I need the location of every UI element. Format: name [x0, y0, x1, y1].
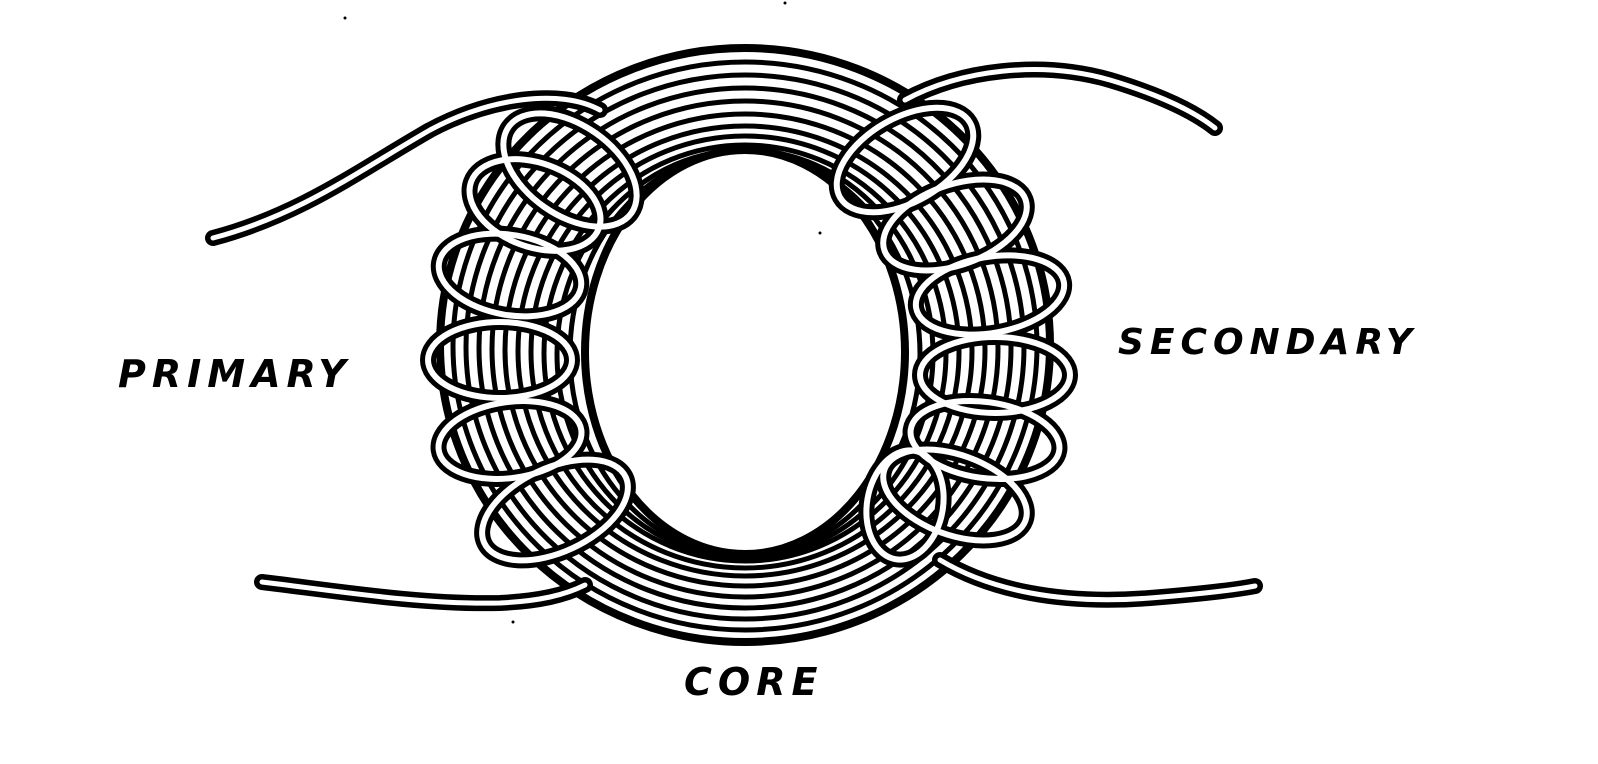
secondary-lead-bottom [932, 552, 1263, 608]
primary-lead-bottom [254, 574, 593, 612]
primary-lead-top [205, 90, 608, 246]
secondary-coil [828, 99, 1078, 568]
primary-label: PRIMARY [118, 352, 352, 396]
secondary-lead-top [897, 61, 1223, 136]
secondary-label: SECONDARY [1118, 322, 1418, 363]
primary-coil [420, 105, 645, 569]
core-label: CORE [684, 660, 824, 704]
print-specks [343, 1, 822, 624]
